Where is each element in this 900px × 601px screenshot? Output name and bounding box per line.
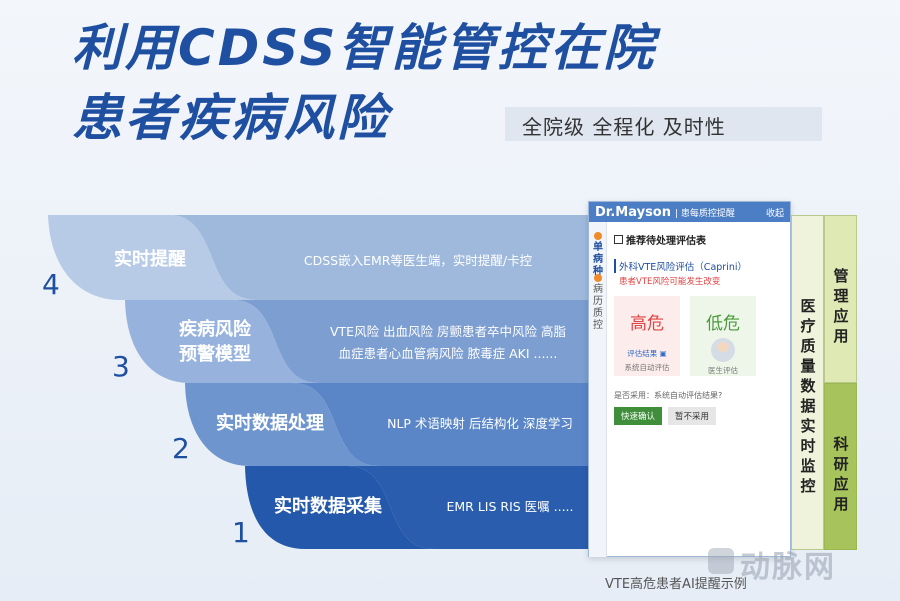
- panel-sidebar: 单 病 种 病 历 质 控: [589, 222, 607, 557]
- monitor-label: 医疗质量数据实时监控: [800, 297, 816, 495]
- form-icon: [614, 235, 623, 244]
- mayson-logo: Dr.Mayson: [595, 204, 671, 220]
- vte-assessment-link[interactable]: 外科VTE风险评估（Caprini）: [614, 259, 786, 273]
- collapse-button[interactable]: 收起: [765, 208, 784, 219]
- layer-number-3: 3: [112, 350, 130, 383]
- layer-label-risk-model-l2: 预警模型: [179, 344, 251, 365]
- layer-desc-data-processing: NLP 术语映射 后结构化 深度学习: [387, 416, 573, 431]
- watermark: 动脉网: [740, 550, 836, 585]
- badge-dot-icon: [594, 274, 602, 282]
- risk-warning: 患者VTE风险可能发生改变: [619, 277, 721, 287]
- watermark-logo-icon: [708, 548, 734, 574]
- doctor-avatar-icon: [711, 338, 735, 362]
- layer-label-risk-model-l1: 疾病风险: [179, 319, 251, 340]
- caption: VTE高危患者AI提醒示例: [605, 577, 747, 592]
- tab-single-disease[interactable]: 单 病 种: [590, 232, 606, 278]
- research-column: 科研应用: [824, 383, 857, 550]
- reject-button[interactable]: 暂不采用: [668, 407, 717, 425]
- badge-dot-icon: [594, 232, 602, 240]
- manage-label: 管理应用: [833, 267, 849, 345]
- tagline-bar: [505, 107, 822, 141]
- layer-number-1: 1: [232, 516, 250, 549]
- monitor-column: 医疗质量数据实时监控: [791, 215, 824, 550]
- layer-desc-data-collection: EMR LIS RIS 医嘱 .....: [446, 499, 574, 514]
- assessment-card: 推荐待处理评估表 外科VTE风险评估（Caprini） 患者VTE风险可能发生改…: [614, 232, 786, 425]
- research-label: 科研应用: [833, 435, 849, 513]
- layer-number-2: 2: [172, 432, 190, 465]
- high-risk-label: 高危: [630, 314, 664, 334]
- layer-number-4: 4: [42, 268, 60, 301]
- tab-record-qc[interactable]: 病 历 质 控: [590, 274, 606, 332]
- layer-label-data-processing: 实时数据处理: [216, 413, 324, 434]
- assessment-result-link[interactable]: 评估结果 ▣: [627, 349, 667, 358]
- layer-desc-risk-model-l1: VTE风险 出血风险 房颤患者卒中风险 高脂: [329, 324, 566, 339]
- low-risk-label: 低危: [706, 314, 740, 334]
- layer-label-data-collection: 实时数据采集: [274, 496, 382, 517]
- doctor-assess-note: 医生评估: [708, 366, 738, 375]
- page-title-line1: 利用CDSS智能管控在院: [72, 19, 657, 77]
- document-icon: ▣: [659, 349, 667, 358]
- high-risk-box[interactable]: 高危 评估结果 ▣ 系统自动评估: [614, 296, 680, 376]
- low-risk-box[interactable]: 低危 医生评估: [690, 296, 756, 376]
- manage-column: 管理应用: [824, 215, 857, 383]
- adopt-question: 是否采用：系统自动评估结果?: [614, 391, 723, 400]
- layer-label-realtime-alert: 实时提醒: [114, 249, 186, 270]
- layer-desc-risk-model-l2: 血症患者心血管病风险 脓毒症 AKI ......: [338, 346, 558, 361]
- layer-desc-realtime-alert: CDSS嵌入EMR等医生端，实时提醒/卡控: [303, 253, 533, 268]
- panel-subtitle: | 患每质控提醒: [675, 208, 735, 219]
- card-title: 推荐待处理评估表: [626, 236, 706, 247]
- mayson-alert-panel: Dr.Mayson | 患每质控提醒 收起 单 病 种 病 历 质 控 推荐待处…: [588, 201, 791, 557]
- tagline: 全院级 全程化 及时性: [522, 115, 726, 139]
- quick-confirm-button[interactable]: 快速确认: [614, 407, 663, 425]
- panel-header: Dr.Mayson | 患每质控提醒 收起: [589, 202, 790, 222]
- page-title-line2: 患者疾病风险: [72, 89, 390, 147]
- auto-assess-note: 系统自动评估: [624, 363, 670, 372]
